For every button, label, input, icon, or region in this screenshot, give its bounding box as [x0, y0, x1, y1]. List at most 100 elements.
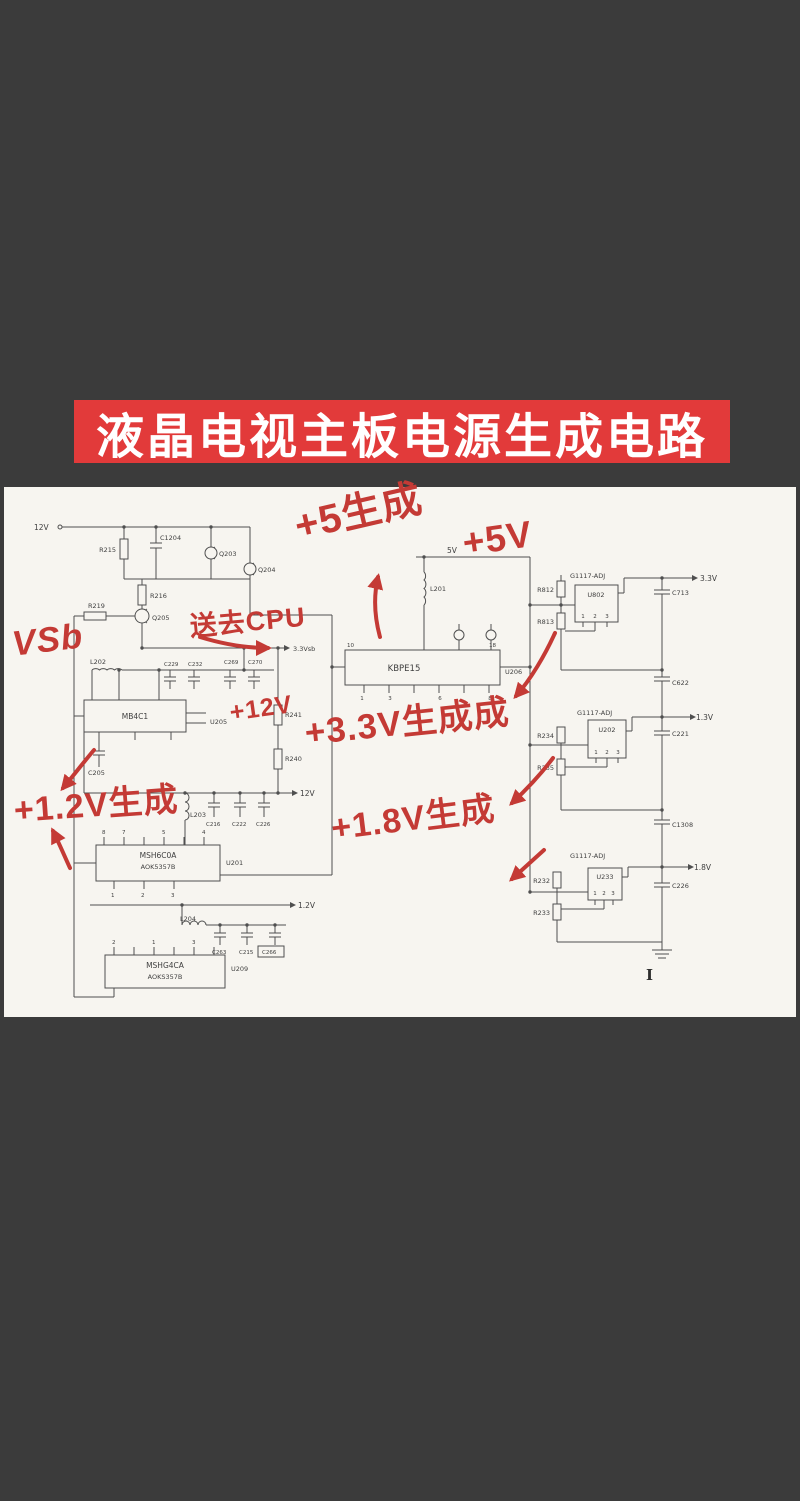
label-r240: R240 [285, 755, 302, 763]
ic-u206-box [344, 649, 501, 686]
component-labels: 12V R215 C1204 Q203 Q204 R216 Q205 R219 … [34, 523, 718, 984]
label-c229: C229 [164, 662, 179, 668]
label-r812: R812 [537, 586, 554, 594]
pin-u201-8: 8 [102, 830, 106, 836]
label-u209: U209 [231, 965, 248, 973]
resistor-r233 [552, 903, 562, 921]
pin-u201-4: 4 [202, 830, 206, 836]
terminal-12v [57, 524, 63, 530]
resistor-r215 [119, 538, 129, 560]
pin-u202-1: 1 [594, 750, 598, 756]
net-18: 1.8V [694, 863, 712, 872]
resistor-r216 [137, 584, 147, 606]
label-c232: C232 [188, 662, 202, 668]
mosfet-a [453, 629, 465, 641]
net-33: 3.3V [700, 574, 718, 583]
transistor-q204 [243, 562, 257, 576]
label-u209-line1: MSHG4CA [146, 961, 185, 970]
net-33vsb: 3.3Vsb [293, 645, 315, 653]
label-r233: R233 [533, 909, 550, 917]
net-arrows [284, 575, 698, 908]
label-u201-line2: AOK5357B [141, 863, 176, 871]
pin-u201-1: 1 [111, 893, 115, 899]
pin-u201-5: 5 [162, 830, 166, 836]
pin-u233-3: 3 [611, 891, 615, 897]
transistor-q203 [204, 546, 218, 560]
net-5v: 5V [447, 546, 458, 555]
label-c1308: C1308 [672, 821, 693, 829]
net-13: 1.3V [696, 713, 714, 722]
label-r216: R216 [150, 592, 167, 600]
pin-u201-3: 3 [171, 893, 175, 899]
pin-u233-2: 2 [602, 891, 606, 897]
resistor-r235 [556, 758, 566, 776]
pin-u206-1: 1 [360, 696, 364, 702]
label-u205-name: MB4C1 [122, 712, 149, 721]
pin-u202-2: 2 [605, 750, 609, 756]
label-c266: C266 [262, 950, 277, 956]
arrow-12v-b [60, 748, 96, 792]
junction-dots [117, 525, 664, 927]
pin-u201-2: 2 [141, 893, 145, 899]
net-12v-bus: 12V [300, 789, 316, 798]
label-c226a: C226 [256, 822, 271, 828]
pin-u802-3: 3 [605, 614, 609, 620]
pin-u802-1: 1 [581, 614, 585, 620]
label-u201-line1: MSH6C0A [140, 851, 178, 860]
resistor-r234 [556, 726, 566, 744]
arrow-5v-gen [367, 573, 384, 639]
arrow-18v-b [509, 848, 546, 882]
label-r234: R234 [537, 732, 554, 740]
label-c269: C269 [224, 660, 239, 666]
label-c215: C215 [239, 950, 254, 956]
label-q204: Q204 [258, 566, 276, 574]
pin-u202-3: 3 [616, 750, 620, 756]
ic-u202-box [587, 719, 627, 759]
label-c221: C221 [672, 730, 689, 738]
pin-u206-8: 8 [488, 696, 492, 702]
resistor-r813 [556, 612, 566, 630]
arrow-12v-a [51, 827, 72, 870]
schematic-panel: 12V R215 C1204 Q203 Q204 R216 Q205 R219 … [4, 477, 796, 1017]
pin-u209-1: 1 [152, 940, 156, 946]
resistor-r812 [556, 580, 566, 598]
label-q203: Q203 [219, 550, 237, 558]
pin-u201-7: 7 [122, 830, 126, 836]
annotation-arrows [51, 573, 557, 882]
label-c263: C263 [212, 950, 227, 956]
ic-u209-box [104, 954, 226, 989]
arrow-18v-a [509, 756, 555, 806]
mosfet-b [485, 629, 497, 641]
label-c226b: C226 [672, 882, 689, 890]
label-l201: L201 [430, 585, 446, 593]
label-u201: U201 [226, 859, 243, 867]
label-r813: R813 [537, 618, 554, 626]
label-g1117-1: G1117-ADJ [570, 572, 605, 580]
pin-u206-10: 10 [347, 643, 354, 649]
label-l202: L202 [90, 658, 106, 666]
resistor-r240 [273, 748, 283, 770]
title-banner: 液晶电视主板电源生成电路 [74, 400, 730, 464]
ic-u802-box [574, 584, 619, 623]
label-u202: U202 [598, 726, 615, 734]
label-u205: U205 [210, 718, 227, 726]
label-r219: R219 [88, 602, 105, 610]
pin-u209-3: 3 [192, 940, 196, 946]
pin-u206-18: 18 [489, 643, 496, 649]
label-c205: C205 [88, 769, 105, 777]
resistor-r241 [273, 704, 283, 726]
label-g1117-3: G1117-ADJ [570, 852, 605, 860]
transistor-q205 [134, 608, 150, 624]
label-g1117-2: G1117-ADJ [577, 709, 612, 717]
net-12v-in: 12V [34, 523, 50, 532]
label-r241: R241 [285, 711, 302, 719]
label-u209-line2: AOKS357B [148, 973, 183, 981]
ic-u201-box [95, 844, 221, 882]
resistor-r219 [83, 611, 107, 621]
ic-u205-box [83, 699, 187, 733]
label-c713: C713 [672, 589, 689, 597]
label-c622: C622 [672, 679, 689, 687]
label-u233: U233 [596, 873, 613, 881]
arrow-to-cpu-net [198, 635, 272, 656]
